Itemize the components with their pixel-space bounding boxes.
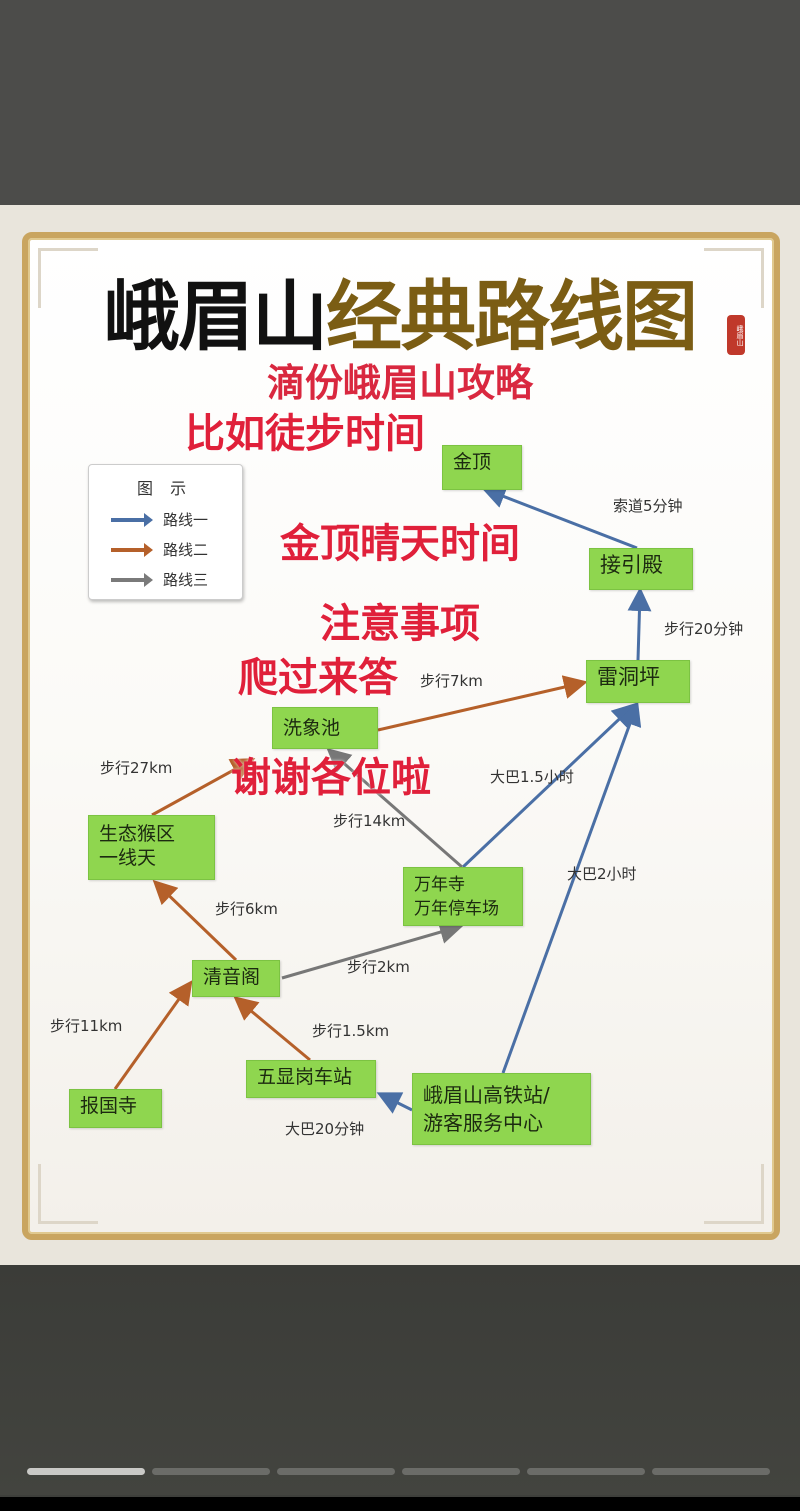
legend-label: 路线一 <box>163 511 209 529</box>
node-jieyindian: 接引殿 <box>589 548 693 590</box>
overlay-text: 金顶晴天时间 <box>280 521 520 567</box>
legend-label: 路线二 <box>163 541 209 559</box>
title-part2: 经典路线图 <box>326 272 698 361</box>
seal-stamp: 峨眉山 <box>727 315 745 355</box>
arrow-xixiang-to-leidong <box>377 675 588 732</box>
corner-ornament <box>704 1164 764 1224</box>
edge-label: 步行20分钟 <box>664 620 744 638</box>
edge-label: 步行11km <box>50 1017 123 1035</box>
node-jinding: 金顶 <box>442 445 522 490</box>
bottom-edge <box>0 1497 800 1511</box>
arrow-station-to-leidong <box>501 701 642 1074</box>
pager-segment[interactable] <box>402 1468 520 1475</box>
arrow-wuxian-to-qingyin <box>233 996 311 1062</box>
subtitle: 滴份峨眉山攻略 <box>266 361 533 405</box>
arrow-wannian-to-xixiang <box>326 748 463 869</box>
legend-item: 路线三 <box>111 569 208 590</box>
node-line: 生态猴区 <box>99 823 176 845</box>
node-qingyinge: 清音阁 <box>192 960 280 997</box>
edge-label: 步行2km <box>347 958 410 976</box>
node-line: 万年停车场 <box>414 899 499 919</box>
title-part1: 峨眉山 <box>104 272 328 361</box>
edge-label: 索道5分钟 <box>613 497 683 515</box>
gray-arrow-icon <box>111 572 153 587</box>
legend-label: 路线三 <box>163 571 209 589</box>
top-bar <box>0 0 800 205</box>
node-line: 万年寺 <box>414 875 465 895</box>
pager-segment[interactable] <box>277 1468 395 1475</box>
blue-arrow-icon <box>111 512 153 527</box>
edge-label: 步行14km <box>333 812 406 830</box>
page-title: 峨眉山经典路线图 <box>0 272 800 362</box>
node-leidongping: 雷洞坪 <box>586 660 690 703</box>
route-map-frame <box>22 232 780 1240</box>
bottom-bar <box>0 1265 800 1495</box>
node-wuxiangang: 五显岗车站 <box>246 1060 376 1098</box>
pager-segment[interactable] <box>27 1468 145 1475</box>
arrow-baoguo-to-qingyin <box>113 980 193 1090</box>
arrow-wannian-to-leidong <box>461 702 637 869</box>
edge-label: 步行27km <box>100 759 173 777</box>
edge-label: 大巴2小时 <box>567 865 637 883</box>
orange-arrow-icon <box>111 542 153 557</box>
pager-segment[interactable] <box>527 1468 645 1475</box>
node-xixiangchi: 洗象池 <box>272 707 378 749</box>
node-houqu: 生态猴区一线天 <box>88 815 215 880</box>
legend-item: 路线一 <box>111 509 208 530</box>
node-line: 峨眉山高铁站/ <box>423 1083 550 1107</box>
edge-label: 步行7km <box>420 672 483 690</box>
node-station: 峨眉山高铁站/游客服务中心 <box>412 1073 591 1145</box>
pager-segment[interactable] <box>652 1468 770 1475</box>
legend-title: 图 示 <box>137 479 193 498</box>
corner-ornament <box>38 248 98 308</box>
legend: 图 示 路线一 路线二 路线三 <box>88 464 243 600</box>
overlay-text: 注意事项 <box>320 601 480 647</box>
overlay-text: 比如徒步时间 <box>185 411 425 457</box>
edge-label: 步行6km <box>215 900 278 918</box>
node-line: 游客服务中心 <box>423 1111 543 1135</box>
node-line: 一线天 <box>99 847 157 869</box>
arrow-jieyin-to-jinding <box>481 485 638 550</box>
arrow-leidong-to-jieyin <box>627 587 652 661</box>
arrow-station-to-wuxiangang <box>376 1092 413 1114</box>
edge-label: 步行1.5km <box>312 1022 390 1040</box>
image-pager[interactable] <box>27 1468 770 1475</box>
legend-item: 路线二 <box>111 539 208 560</box>
node-wannian: 万年寺万年停车场 <box>403 867 523 926</box>
pager-segment[interactable] <box>152 1468 270 1475</box>
arrow-qingyin-to-houqu <box>152 879 238 962</box>
corner-ornament <box>38 1164 98 1224</box>
corner-ornament <box>704 248 764 308</box>
edge-label: 大巴20分钟 <box>285 1120 365 1138</box>
edge-label: 大巴1.5小时 <box>490 768 574 786</box>
node-baoguosi: 报国寺 <box>69 1089 162 1128</box>
arrow-qingyin-to-wannian <box>281 920 464 980</box>
overlay-text: 谢谢各位啦 <box>231 755 431 801</box>
arrow-houqu-to-xixiang <box>151 758 256 817</box>
overlay-text: 爬过来答 <box>238 655 398 701</box>
